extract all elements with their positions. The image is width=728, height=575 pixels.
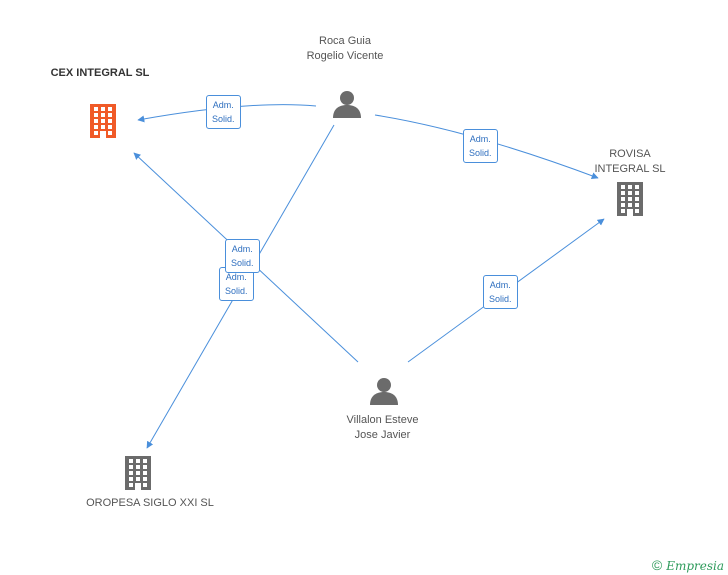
person-icon[interactable] xyxy=(332,90,362,118)
node-oropesa-label[interactable]: OROPESA SIGLO XXI SL xyxy=(86,497,214,509)
edge-label-villalon-cex: Adm.Solid. xyxy=(225,239,260,273)
node-rovisa-label[interactable]: ROVISA INTEGRAL SL xyxy=(594,148,666,175)
edge-label-roca-cex: Adm.Solid. xyxy=(206,95,241,129)
brand-logo: Empresia xyxy=(666,559,724,573)
person-icon[interactable] xyxy=(369,377,399,405)
copyright-icon: © xyxy=(651,557,663,573)
node-cex-label[interactable]: CEX INTEGRAL SL xyxy=(50,67,150,79)
building-icon[interactable] xyxy=(87,104,119,138)
edge-label-villalon-rovisa: Adm.Solid. xyxy=(483,275,518,309)
node-roca-label[interactable]: Roca Guia Rogelio Vicente xyxy=(306,35,384,62)
node-villalon-label[interactable]: Villalon Esteve Jose Javier xyxy=(346,414,419,441)
building-icon[interactable] xyxy=(614,182,646,216)
building-icon[interactable] xyxy=(122,456,154,490)
edge-label-roca-rovisa: Adm.Solid. xyxy=(463,129,498,163)
credit: ©Empresia xyxy=(652,557,724,573)
